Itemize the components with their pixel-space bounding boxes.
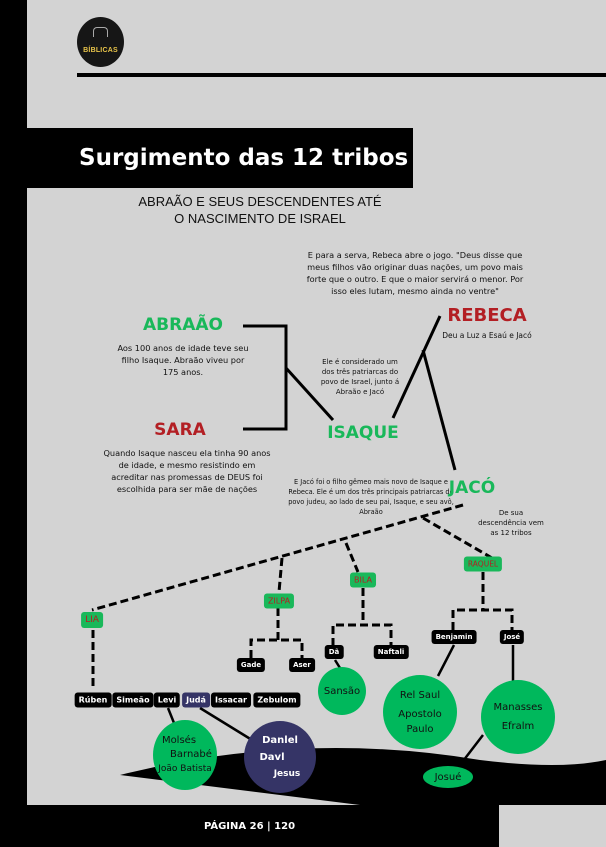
wife-zilpa: ZILPA xyxy=(263,593,295,609)
sara-desc: Quando Isaque nasceu ela tinha 90 anos d… xyxy=(103,448,271,494)
son-naftali: Naftali xyxy=(373,645,409,659)
josue-badge: Josué xyxy=(423,766,473,788)
line-rebeca-isaque xyxy=(391,315,442,419)
globe-silhouette xyxy=(120,748,606,805)
line-to-isaque xyxy=(284,366,335,422)
son-issacar: Issacar xyxy=(211,692,251,708)
dash-zilpa-sons xyxy=(249,608,304,658)
jaco-note: De sua descendência vem as 12 tribos xyxy=(478,509,544,537)
rebeca-name: REBECA xyxy=(447,305,527,326)
abraao-desc: Aos 100 anos de idade teve seu filho Isa… xyxy=(117,343,249,377)
rebeca-quote: E para a serva, Rebeca abre o jogo. "Deu… xyxy=(306,250,524,296)
dash-raquel-sons xyxy=(451,572,514,630)
isaque-desc: Ele é considerado um dos três patriarcas… xyxy=(320,358,400,396)
dash-to-zilpa xyxy=(277,557,284,593)
dash-jaco-raquel xyxy=(422,516,493,560)
dash-to-bila xyxy=(344,542,360,573)
son-simeao: Simeão xyxy=(112,692,154,708)
logo: BÍBLICAS xyxy=(77,17,124,67)
son-ruben: Rúben xyxy=(74,692,112,708)
page-number-footer: PÁGINA 26 | 120 xyxy=(0,805,499,847)
dash-jaco-lia xyxy=(91,503,464,612)
son-da: Dã xyxy=(324,645,344,659)
abraao-name: ABRAÃO xyxy=(143,315,223,335)
left-black-bar xyxy=(0,0,27,847)
header-divider xyxy=(77,73,606,77)
abraao-sara-bracket xyxy=(243,324,288,431)
book-icon xyxy=(93,27,108,37)
son-gade: Gade xyxy=(236,658,266,672)
page-title: Surgimento das 12 tribos xyxy=(23,128,413,188)
rebeca-desc: Deu a Luz a Esaú e Jacó xyxy=(442,331,532,340)
descendant-lines xyxy=(166,644,515,766)
da-descendants: Sansão xyxy=(318,667,366,715)
sara-name: SARA xyxy=(154,420,206,440)
son-zebulom: Zebulom xyxy=(253,692,301,708)
jaco-desc: E Jacó foi o filho gêmeo mais novo de Is… xyxy=(288,478,454,516)
wife-bila: BILA xyxy=(350,572,376,588)
line-to-jaco xyxy=(421,349,457,471)
jaco-name: JACÓ xyxy=(448,478,496,498)
son-juda: Judá xyxy=(182,692,210,708)
son-benjamin: Benjamin xyxy=(431,630,477,644)
son-jose: José xyxy=(499,630,525,644)
wife-lia: LIA xyxy=(81,612,103,628)
isaque-name: ISAQUE xyxy=(327,423,399,443)
dash-bila-sons xyxy=(331,588,393,646)
wife-raquel: RAQUEL xyxy=(463,556,503,572)
son-aser: Aser xyxy=(289,658,315,672)
son-levi: Levi xyxy=(153,692,181,708)
